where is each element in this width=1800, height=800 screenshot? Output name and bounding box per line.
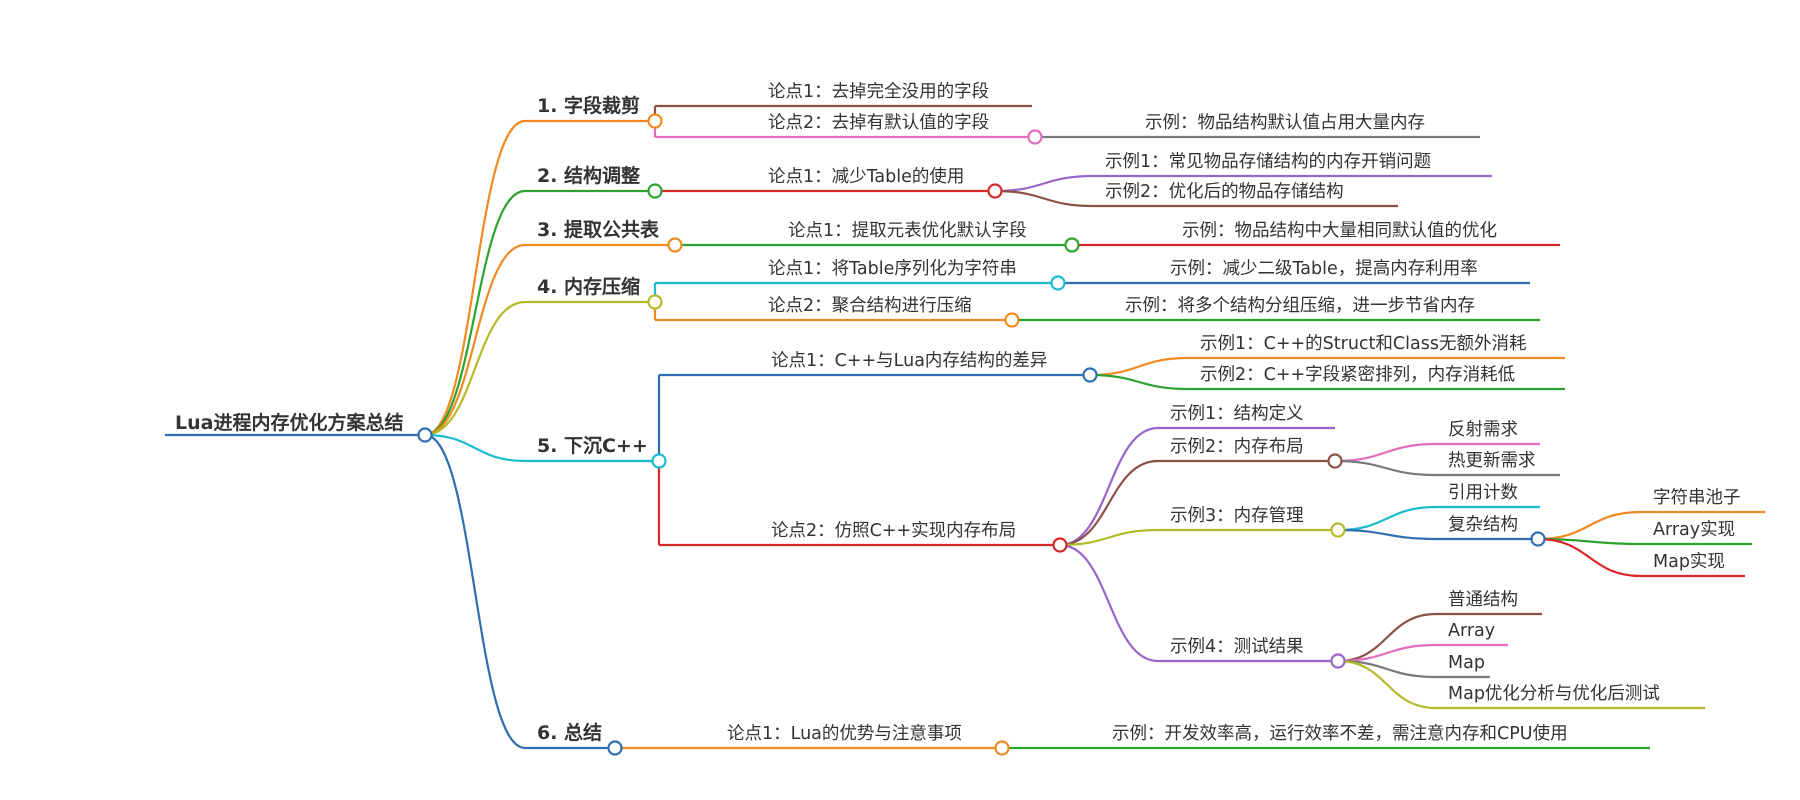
- point-2-1-toggle-dot[interactable]: [987, 183, 1003, 199]
- sub-connector: [1337, 505, 1437, 532]
- sub-toggle-dot[interactable]: [1530, 531, 1546, 547]
- leaf-connector: [1537, 510, 1642, 541]
- point-1-1-label: 论点1：去掉完全没用的字段: [768, 82, 989, 102]
- node-labels: Lua进程内存优化方案总结 1. 字段裁剪 论点1：去掉完全没用的字段论点2：去掉有…: [175, 82, 1741, 744]
- example-label: 示例1：常见物品存储结构的内存开销问题: [1105, 152, 1431, 172]
- example-label: 示例4：测试结果: [1170, 637, 1304, 657]
- example-toggle-dot[interactable]: [1330, 522, 1346, 538]
- sub-connector: [1334, 442, 1437, 463]
- example-toggle-dot[interactable]: [1327, 453, 1343, 469]
- example-connector: [1059, 426, 1159, 547]
- example-label: 示例3：内存管理: [1170, 506, 1304, 526]
- root-node-label: Lua进程内存优化方案总结: [175, 411, 403, 434]
- branch-2-toggle-dot[interactable]: [647, 183, 663, 199]
- branch-4-toggle-dot[interactable]: [647, 294, 663, 310]
- sub-connector: [1337, 528, 1437, 541]
- expand-collapse-handles: [417, 113, 1546, 756]
- point-1-2-toggle-dot[interactable]: [1027, 129, 1043, 145]
- example-connector: [994, 174, 1094, 193]
- branch-2-title: 2. 结构调整: [537, 164, 640, 187]
- branch-3-title: 3. 提取公共表: [537, 218, 660, 241]
- example-label: 示例：物品结构中大量相同默认值的优化: [1182, 221, 1497, 241]
- sub-label: 反射需求: [1448, 420, 1518, 440]
- branch-connector: [424, 189, 526, 437]
- sub-connector: [1334, 459, 1437, 477]
- point-6-1-toggle-dot[interactable]: [994, 740, 1010, 756]
- example-label: 示例1：结构定义: [1170, 404, 1304, 424]
- leaf-label: Map实现: [1653, 552, 1725, 572]
- branch-3-toggle-dot[interactable]: [667, 237, 683, 253]
- branch-1-title: 1. 字段裁剪: [537, 94, 640, 117]
- connector-lines: [424, 106, 1642, 750]
- sub-connector: [1337, 659, 1437, 710]
- point-1-2-label: 论点2：去掉有默认值的字段: [768, 113, 989, 133]
- point-4-2-label: 论点2：聚合结构进行压缩: [768, 296, 972, 316]
- example-toggle-dot[interactable]: [1330, 653, 1346, 669]
- point-4-1-label: 论点1：将Table序列化为字符串: [768, 259, 1017, 279]
- branch-connector: [424, 300, 526, 437]
- sub-connector: [1337, 612, 1437, 663]
- example-label: 示例：开发效率高，运行效率不差，需注意内存和CPU使用: [1112, 723, 1568, 744]
- branch-5-toggle-dot[interactable]: [651, 453, 667, 469]
- branch-4-title: 4. 内存压缩: [537, 275, 640, 298]
- point-5-1-toggle-dot[interactable]: [1082, 367, 1098, 383]
- sub-label: Array: [1448, 621, 1495, 641]
- root-toggle-dot[interactable]: [417, 427, 433, 443]
- point-5-2-label: 论点2：仿照C++实现内存布局: [771, 521, 1016, 541]
- leaf-label: Array实现: [1653, 520, 1735, 540]
- example-connector: [1059, 543, 1159, 663]
- example-label: 示例：将多个结构分组压缩，进一步节省内存: [1125, 296, 1475, 316]
- point-2-1-label: 论点1：减少Table的使用: [768, 166, 964, 187]
- point-4-2-toggle-dot[interactable]: [1004, 312, 1020, 328]
- example-label: 示例：物品结构默认值占用大量内存: [1145, 113, 1425, 133]
- branch-connector: [424, 119, 526, 437]
- branch-6-title: 6. 总结: [537, 721, 602, 744]
- example-label: 示例：减少二级Table，提高内存利用率: [1170, 259, 1478, 279]
- point-6-1-label: 论点1：Lua的优势与注意事项: [727, 724, 962, 744]
- branch-5-title: 5. 下沉C++: [537, 435, 648, 457]
- example-label: 示例2：C++字段紧密排列，内存消耗低: [1200, 365, 1515, 385]
- example-connector: [1089, 356, 1189, 377]
- leaf-label: 字符串池子: [1653, 488, 1741, 508]
- example-connector: [994, 189, 1094, 208]
- sub-label: Map: [1448, 653, 1485, 673]
- example-label: 示例1：C++的Struct和Class无额外消耗: [1200, 334, 1526, 354]
- branch-connector: [424, 243, 526, 437]
- branch-6-toggle-dot[interactable]: [607, 740, 623, 756]
- leaf-connector: [1537, 537, 1642, 578]
- point-3-1-toggle-dot[interactable]: [1064, 237, 1080, 253]
- branch-connector: [424, 433, 526, 463]
- example-connector: [1059, 459, 1159, 547]
- sub-label: Map优化分析与优化后测试: [1448, 684, 1660, 704]
- point-4-1-toggle-dot[interactable]: [1050, 275, 1066, 291]
- sub-label: 热更新需求: [1448, 451, 1536, 471]
- branch-1-toggle-dot[interactable]: [647, 113, 663, 129]
- point-5-2-toggle-dot[interactable]: [1052, 537, 1068, 553]
- sub-label: 普通结构: [1448, 590, 1518, 610]
- point-5-1-label: 论点1：C++与Lua内存结构的差异: [771, 351, 1047, 371]
- sub-label: 复杂结构: [1448, 515, 1518, 535]
- example-label: 示例2：内存布局: [1170, 437, 1304, 457]
- example-connector: [1089, 373, 1189, 391]
- point-3-1-label: 论点1：提取元表优化默认字段: [788, 221, 1027, 241]
- branch-connector: [424, 433, 526, 750]
- example-label: 示例2：优化后的物品存储结构: [1105, 182, 1344, 202]
- sub-label: 引用计数: [1448, 483, 1518, 503]
- example-connector: [1059, 528, 1159, 547]
- node-underlines: [165, 104, 1765, 750]
